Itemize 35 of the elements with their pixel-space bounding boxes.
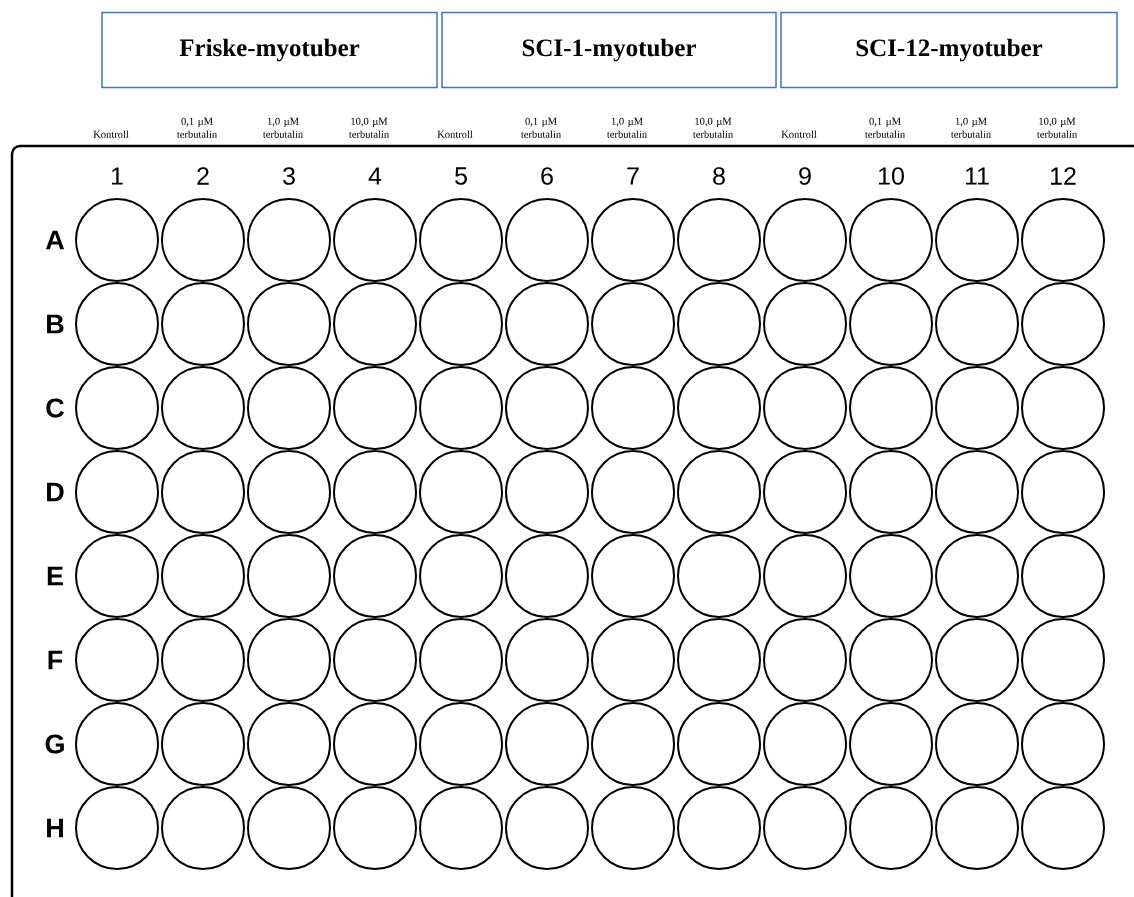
column-number: 5 bbox=[455, 167, 467, 185]
treatment-label: 10,0 µM terbutalin bbox=[349, 117, 389, 138]
treatment-label: Kontroll bbox=[437, 130, 473, 138]
treatment-label: 10,0 µM terbutalin bbox=[1037, 117, 1077, 138]
row-letter: B bbox=[47, 314, 64, 334]
column-number: 11 bbox=[965, 167, 989, 185]
column-number: 9 bbox=[799, 167, 811, 185]
row-letter: C bbox=[46, 398, 64, 418]
treatment-label: Kontroll bbox=[781, 130, 817, 138]
treatment-label: 1,0 µM terbutalin bbox=[263, 117, 303, 138]
column-number: 6 bbox=[541, 167, 553, 185]
treatment-label: 0,1 µM terbutalin bbox=[865, 117, 905, 138]
treatment-label: 0,1 µM terbutalin bbox=[177, 117, 217, 138]
column-number: 1 bbox=[111, 167, 123, 185]
row-letter: G bbox=[45, 734, 64, 754]
row-letter: F bbox=[48, 650, 63, 670]
row-letter: E bbox=[47, 566, 63, 586]
column-number: 10 bbox=[879, 167, 904, 185]
column-number: 2 bbox=[197, 167, 209, 185]
column-number: 4 bbox=[368, 167, 382, 185]
column-number: 3 bbox=[283, 167, 295, 185]
treatment-label: 10,0 µM terbutalin bbox=[693, 117, 733, 138]
row-letter: H bbox=[47, 818, 63, 838]
column-number: 8 bbox=[713, 167, 725, 185]
row-letter: D bbox=[47, 482, 64, 502]
group-header-box: Friske-myotuber bbox=[101, 11, 438, 89]
treatment-label: 0,1 µM terbutalin bbox=[521, 117, 561, 138]
treatment-label: 1,0 µM terbutalin bbox=[607, 117, 647, 138]
treatment-label: Kontroll bbox=[93, 130, 129, 138]
column-number: 12 bbox=[1051, 167, 1076, 185]
group-header-box: SCI-1-myotuber bbox=[441, 11, 777, 89]
row-letter: A bbox=[45, 230, 65, 250]
treatment-label: 1,0 µM terbutalin bbox=[951, 117, 991, 138]
column-number: 7 bbox=[627, 167, 639, 185]
group-header-box: SCI-12-myotuber bbox=[780, 11, 1118, 89]
